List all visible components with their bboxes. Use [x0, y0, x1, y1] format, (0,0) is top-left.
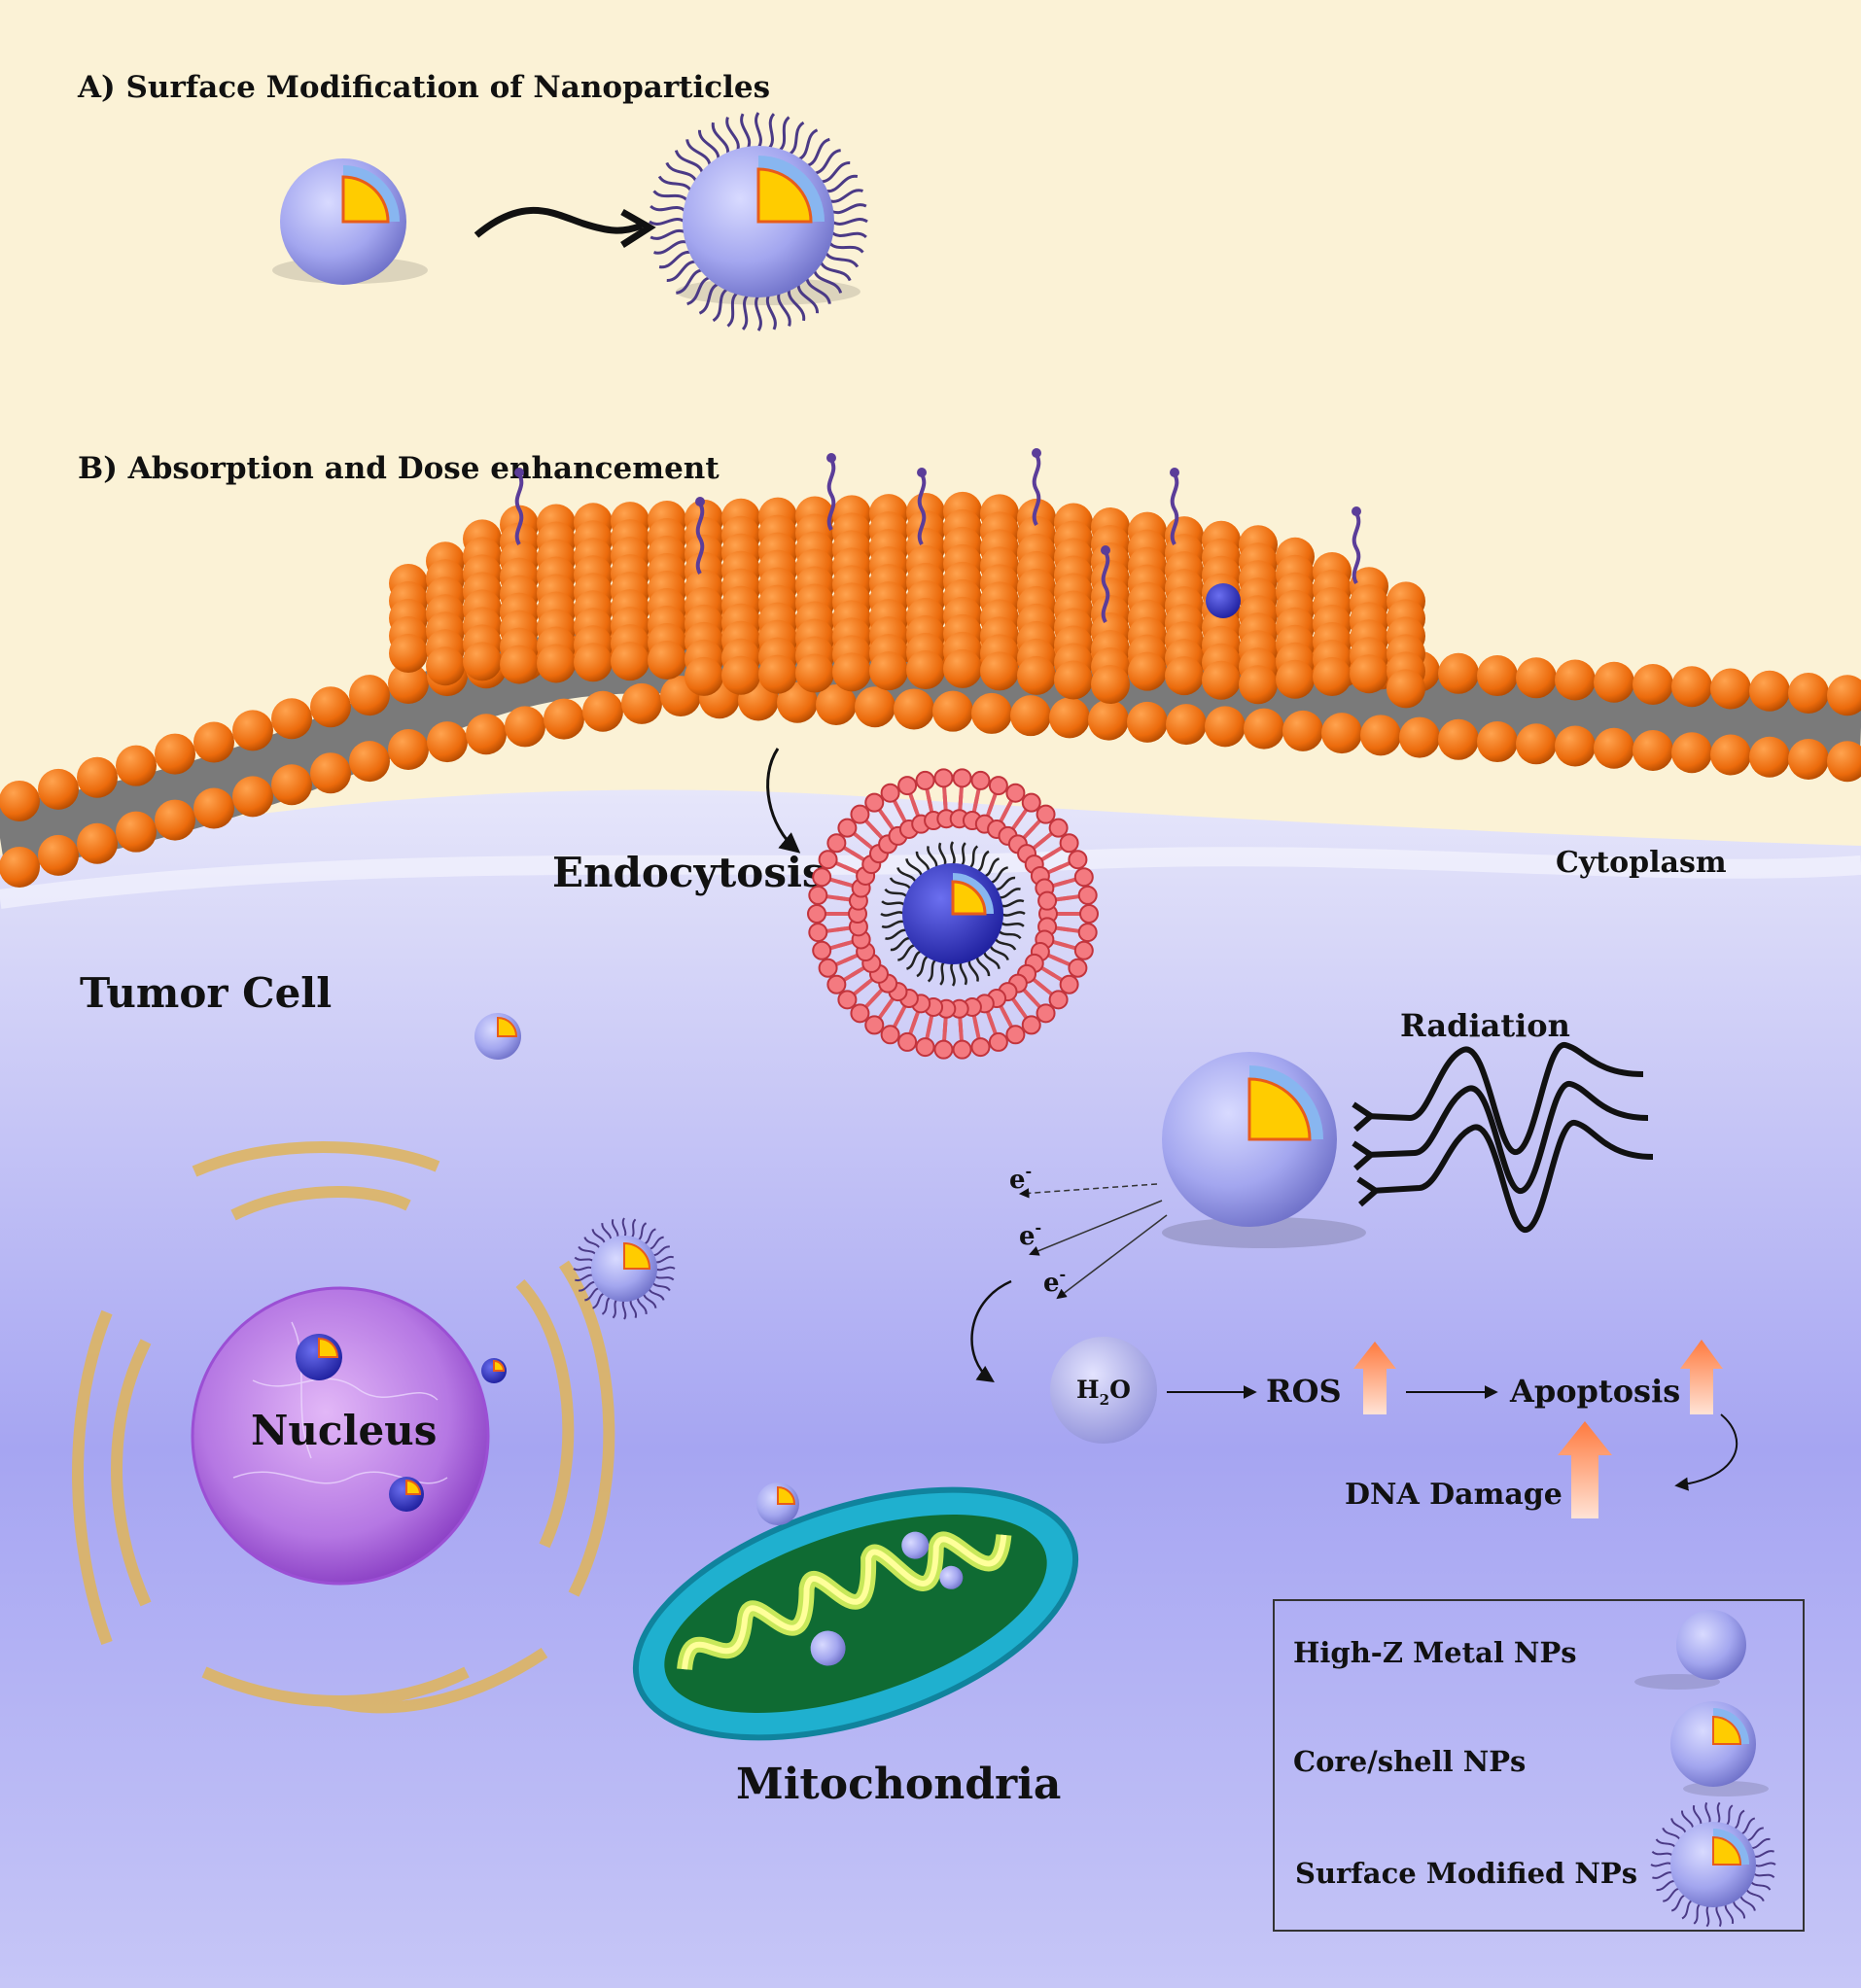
- dna-damage-increase-arrow: [1558, 1421, 1612, 1518]
- electron-label-3: e-: [1043, 1265, 1066, 1298]
- free-core-shell-nanoparticle: [474, 1013, 521, 1060]
- modification-arrow: [474, 207, 644, 238]
- mitochondria: [632, 1486, 1079, 1741]
- legend-label-high-z: High-Z Metal NPs: [1293, 1636, 1577, 1669]
- ligand-sphere-icon: [1650, 1801, 1776, 1928]
- nucleus-label: Nucleus: [251, 1407, 437, 1454]
- svg-text:H2O: H2O: [1076, 1376, 1131, 1409]
- tumor-cell-label: Tumor Cell: [80, 969, 332, 1017]
- legend-label-surface-modified: Surface Modified NPs: [1295, 1857, 1637, 1890]
- mitochondria-label: Mitochondria: [736, 1760, 1061, 1809]
- endoplasmic-reticulum: [72, 1141, 615, 1714]
- small-nanoparticle-near-mitochondria: [756, 1482, 799, 1525]
- electron-label-2: e-: [1019, 1218, 1041, 1251]
- core-shell-nanoparticle: [272, 158, 428, 285]
- modification-arrowhead: [620, 208, 656, 248]
- dna-damage-label: DNA Damage: [1345, 1478, 1563, 1512]
- radiation-label: Radiation: [1400, 1007, 1570, 1044]
- legend: High-Z Metal NPs Core/shell NPs Surface …: [1273, 1599, 1805, 1932]
- endocytic-vesicle: [807, 768, 1099, 1060]
- water-molecule: H2O: [1050, 1337, 1157, 1444]
- apoptosis-increase-arrow: [1680, 1340, 1723, 1414]
- surface-modified-nanoparticle: [649, 112, 868, 331]
- ros-label: ROS: [1266, 1373, 1342, 1410]
- raised-lipid-raft: [389, 491, 1425, 709]
- free-surface-modified-nanoparticle: [573, 1217, 676, 1320]
- electron-label-1: e-: [1009, 1162, 1032, 1195]
- legend-label-core-shell: Core/shell NPs: [1293, 1745, 1526, 1778]
- endocytosis-arrow: [766, 748, 801, 854]
- panel-b-title: B) Absorption and Dose enhancement: [78, 451, 720, 486]
- electron-emission: [1018, 1183, 1168, 1300]
- core-shell-sphere-icon: [1670, 1701, 1769, 1796]
- electron-to-water-arrow: [970, 1279, 1012, 1382]
- panel-a-title: A) Surface Modification of Nanoparticles: [77, 70, 770, 105]
- plain-sphere-icon: [1634, 1610, 1746, 1690]
- irradiated-nanoparticle: [1162, 1052, 1366, 1248]
- membrane-nanoparticle: [1206, 583, 1241, 618]
- radiation-waves: [1352, 1042, 1654, 1233]
- cytoplasm-label: Cytoplasm: [1556, 846, 1727, 880]
- membrane-ligands: [514, 448, 1361, 623]
- endocytosis-label: Endocytosis: [552, 849, 825, 896]
- apoptosis-label: Apoptosis: [1509, 1373, 1680, 1410]
- legend-frame: [1273, 1599, 1805, 1932]
- ros-increase-arrow: [1353, 1342, 1396, 1414]
- nucleus: [191, 1286, 507, 1586]
- apoptosis-feedback-arrow: [1674, 1413, 1738, 1491]
